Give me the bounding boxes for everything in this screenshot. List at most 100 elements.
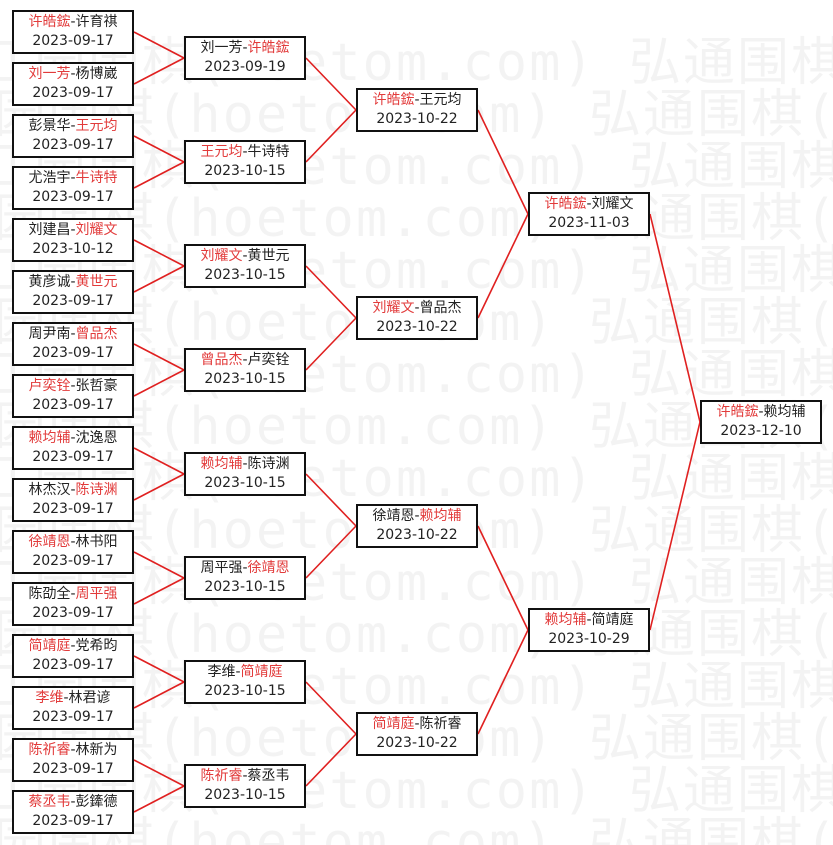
name-separator: - bbox=[70, 118, 76, 134]
player-one-name: 刘一芳 bbox=[200, 40, 243, 56]
name-separator: - bbox=[242, 40, 248, 56]
match-date: 2023-10-22 bbox=[376, 111, 458, 127]
player-one-name: 尤浩宇 bbox=[28, 170, 71, 186]
match-players: 周尹南-曾品杰 bbox=[14, 325, 132, 344]
player-one-name: 陈祈睿 bbox=[28, 742, 71, 758]
name-separator: - bbox=[70, 794, 76, 810]
match-players: 许皓鋐-王元均 bbox=[358, 91, 476, 110]
player-one-name: 徐靖恩 bbox=[372, 508, 415, 524]
match-players: 刘耀文-黄世元 bbox=[186, 247, 304, 266]
match-players: 陈劭全-周平强 bbox=[14, 585, 132, 604]
player-two-name: 彭鏲德 bbox=[75, 794, 118, 810]
match-players: 彭景华-王元均 bbox=[14, 117, 132, 136]
player-one-name: 李维 bbox=[35, 690, 64, 706]
name-separator: - bbox=[70, 222, 76, 238]
match-players: 黄彦诚-黄世元 bbox=[14, 273, 132, 292]
bracket-connector bbox=[305, 733, 357, 787]
match-date: 2023-10-22 bbox=[376, 319, 458, 335]
player-two-name: 王元均 bbox=[75, 118, 118, 134]
match-players: 李维-林君谚 bbox=[14, 689, 132, 708]
match-date: 2023-09-17 bbox=[32, 85, 114, 101]
name-separator: - bbox=[414, 508, 420, 524]
player-two-name: 刘耀文 bbox=[75, 222, 118, 238]
bracket-connector bbox=[649, 421, 701, 631]
bracket-connector bbox=[133, 655, 185, 683]
player-two-name: 王元均 bbox=[419, 92, 462, 108]
bracket-connector bbox=[133, 265, 185, 293]
match-date: 2023-09-17 bbox=[32, 397, 114, 413]
player-one-name: 黄彦诚 bbox=[28, 274, 71, 290]
name-separator: - bbox=[70, 430, 76, 446]
match-date: 2023-10-22 bbox=[376, 735, 458, 751]
player-two-name: 杨博崴 bbox=[75, 66, 118, 82]
player-two-name: 牛诗特 bbox=[247, 144, 290, 160]
match-date: 2023-09-17 bbox=[32, 605, 114, 621]
player-two-name: 沈逸恩 bbox=[75, 430, 118, 446]
player-one-name: 彭景华 bbox=[28, 118, 71, 134]
bracket-connector bbox=[305, 109, 357, 163]
match-players: 刘一芳-杨博崴 bbox=[14, 65, 132, 84]
name-separator: - bbox=[242, 768, 248, 784]
bracket-connector bbox=[133, 31, 185, 59]
player-one-name: 赖均辅 bbox=[200, 456, 243, 472]
player-two-name: 党希昀 bbox=[75, 638, 118, 654]
match-date: 2023-12-10 bbox=[720, 423, 802, 439]
player-two-name: 林书阳 bbox=[75, 534, 118, 550]
name-separator: - bbox=[70, 274, 76, 290]
name-separator: - bbox=[235, 664, 241, 680]
name-separator: - bbox=[242, 248, 248, 264]
match-players: 赖均辅-沈逸恩 bbox=[14, 429, 132, 448]
name-separator: - bbox=[70, 586, 76, 602]
player-one-name: 卢奕铨 bbox=[28, 378, 71, 394]
match-date: 2023-09-17 bbox=[32, 657, 114, 673]
player-two-name: 许皓鋐 bbox=[247, 40, 290, 56]
player-two-name: 林君谚 bbox=[68, 690, 111, 706]
bracket-connector bbox=[305, 681, 357, 735]
match-players: 徐靖恩-林书阳 bbox=[14, 533, 132, 552]
match-date: 2023-10-15 bbox=[204, 371, 286, 387]
bracket-connector bbox=[305, 57, 357, 111]
name-separator: - bbox=[70, 482, 76, 498]
bracket-connector bbox=[133, 759, 185, 787]
bracket-connector bbox=[305, 525, 357, 579]
match-players: 林杰汉-陈诗渊 bbox=[14, 481, 132, 500]
match-players: 刘一芳-许皓鋐 bbox=[186, 39, 304, 58]
bracket-connector bbox=[133, 447, 185, 475]
player-two-name: 陈诗渊 bbox=[75, 482, 118, 498]
player-one-name: 刘耀文 bbox=[372, 300, 415, 316]
name-separator: - bbox=[70, 742, 76, 758]
match-date: 2023-10-15 bbox=[204, 267, 286, 283]
match-players: 简靖庭-陈祈睿 bbox=[358, 715, 476, 734]
match-players: 赖均辅-简靖庭 bbox=[530, 611, 648, 630]
player-one-name: 简靖庭 bbox=[28, 638, 71, 654]
bracket-connector bbox=[133, 239, 185, 267]
player-one-name: 刘建昌 bbox=[28, 222, 71, 238]
player-two-name: 林新为 bbox=[75, 742, 118, 758]
bracket-connector bbox=[477, 213, 529, 319]
match-players: 尤浩宇-牛诗特 bbox=[14, 169, 132, 188]
bracket-connector bbox=[133, 369, 185, 397]
match-date: 2023-09-17 bbox=[32, 501, 114, 517]
match-date: 2023-09-17 bbox=[32, 813, 114, 829]
match-date: 2023-10-22 bbox=[376, 527, 458, 543]
match-players: 陈祈睿-蔡丞韦 bbox=[186, 767, 304, 786]
match-players: 赖均辅-陈诗渊 bbox=[186, 455, 304, 474]
player-two-name: 卢奕铨 bbox=[247, 352, 290, 368]
match-date: 2023-09-17 bbox=[32, 137, 114, 153]
match-date: 2023-09-17 bbox=[32, 709, 114, 725]
match-date: 2023-09-17 bbox=[32, 33, 114, 49]
player-two-name: 简靖庭 bbox=[591, 612, 634, 628]
